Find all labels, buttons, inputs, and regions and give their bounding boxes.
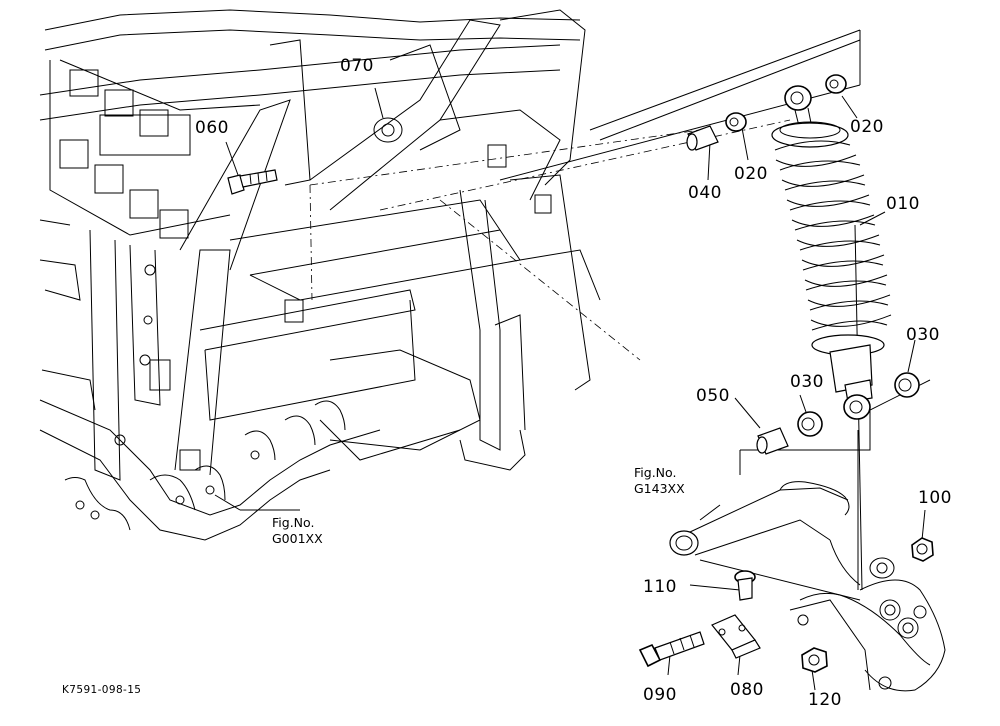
- part-label-070: 070: [340, 56, 374, 76]
- bushing-030-right-drawing: [894, 372, 920, 398]
- drawing-code: K7591-098-15: [62, 684, 142, 696]
- frame-assembly: [39, 9, 601, 541]
- bracket-080-drawing: [711, 614, 761, 659]
- nut-100-drawing: [911, 537, 934, 562]
- bolt-090-drawing: [638, 631, 705, 668]
- figure-reference-frame: Fig.No. G001XX: [272, 515, 323, 547]
- part-label-020-right: 020: [850, 117, 884, 137]
- bolt-060-drawing: [227, 169, 278, 195]
- figure-reference-arm-line2: G143XX: [634, 481, 685, 496]
- lower-arm-drawing: [669, 481, 946, 692]
- part-label-090: 090: [643, 685, 677, 705]
- part-label-100: 100: [918, 488, 952, 508]
- part-label-040: 040: [688, 183, 722, 203]
- washer-020-left-drawing: [725, 112, 747, 132]
- part-label-030-left: 030: [790, 372, 824, 392]
- collar-050-drawing: [756, 427, 789, 455]
- figure-reference-arm-line1: Fig.No.: [634, 465, 677, 480]
- nut-120-drawing: [801, 647, 828, 673]
- bushing-030-left-drawing: [797, 411, 823, 437]
- figure-reference-frame-line1: Fig.No.: [272, 515, 315, 530]
- part-label-030-right: 030: [906, 325, 940, 345]
- part-label-020-left: 020: [734, 164, 768, 184]
- part-label-010: 010: [886, 194, 920, 214]
- part-label-060: 060: [195, 118, 229, 138]
- figure-reference-arm: Fig.No. G143XX: [634, 465, 685, 497]
- part-label-080: 080: [730, 680, 764, 700]
- figure-reference-frame-line2: G001XX: [272, 531, 323, 546]
- part-label-110: 110: [643, 577, 677, 597]
- part-label-050: 050: [696, 386, 730, 406]
- part-label-120: 120: [808, 690, 842, 710]
- shock-absorber-010-drawing: [771, 85, 892, 420]
- collar-040-drawing: [686, 125, 719, 151]
- washer-020-right-drawing: [825, 74, 847, 94]
- pin-110-drawing: [734, 570, 756, 601]
